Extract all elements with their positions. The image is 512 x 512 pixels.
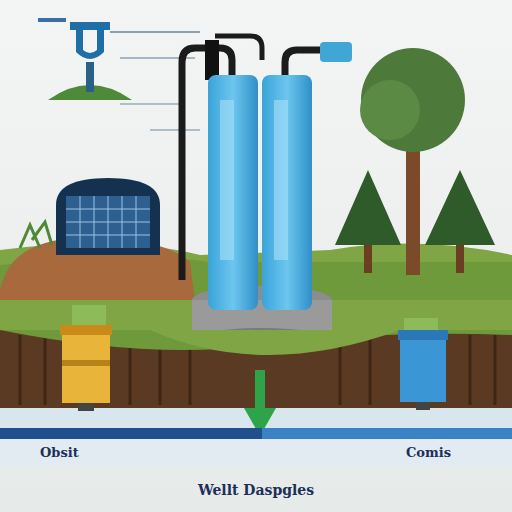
band-label: Obsit	[0, 428, 272, 466]
band-text: Comis	[406, 445, 512, 460]
band-text: Obsit	[40, 445, 272, 460]
caption: Wellt Daspgles	[0, 482, 512, 498]
band-label: Comis	[262, 428, 512, 466]
